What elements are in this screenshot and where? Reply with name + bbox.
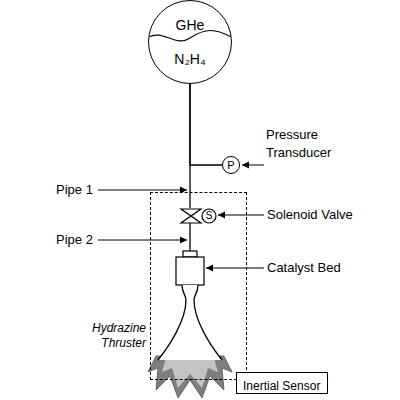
pipe-line: [189, 84, 190, 208]
symbol-letter: P: [227, 159, 234, 171]
part-label: Pipe 1: [56, 182, 93, 198]
sensor-label: Inertial Sensor: [243, 379, 320, 393]
nozzle: [158, 285, 222, 360]
part-label: Solenoid Valve: [267, 207, 353, 223]
pipe-2-line: [189, 223, 190, 251]
thruster-group-box: Hydrazine ThrusterS: [150, 192, 247, 380]
propellant-tank: GHeN₂H₄: [148, 0, 232, 84]
part-label: Pressure Transducer: [266, 126, 346, 162]
nozzle-outline: [158, 285, 222, 360]
leader-arrow: [242, 165, 264, 166]
solenoid-valve-symbol: S: [179, 208, 217, 224]
sensor-box: Inertial Sensor: [236, 372, 328, 394]
plume-inner: [162, 358, 218, 388]
part-label: Catalyst Bed: [267, 260, 341, 276]
part-label: Pipe 2: [56, 232, 93, 248]
tank-content-label: N₂H₄: [174, 51, 205, 67]
leader-arrow: [206, 268, 264, 269]
group-label: Hydrazine Thruster: [84, 321, 146, 351]
leader-arrow: [98, 240, 187, 241]
leader-arrow: [98, 190, 187, 191]
pressure-transducer-symbol: P: [222, 156, 240, 174]
injector: [183, 251, 197, 257]
pipe-line: [190, 84, 222, 165]
tank-content-label: GHe: [176, 17, 205, 33]
plume-outer: [148, 356, 232, 398]
catalyst-bed: [176, 257, 204, 285]
leader-arrow: [218, 215, 264, 216]
symbol-letter: S: [202, 209, 216, 223]
